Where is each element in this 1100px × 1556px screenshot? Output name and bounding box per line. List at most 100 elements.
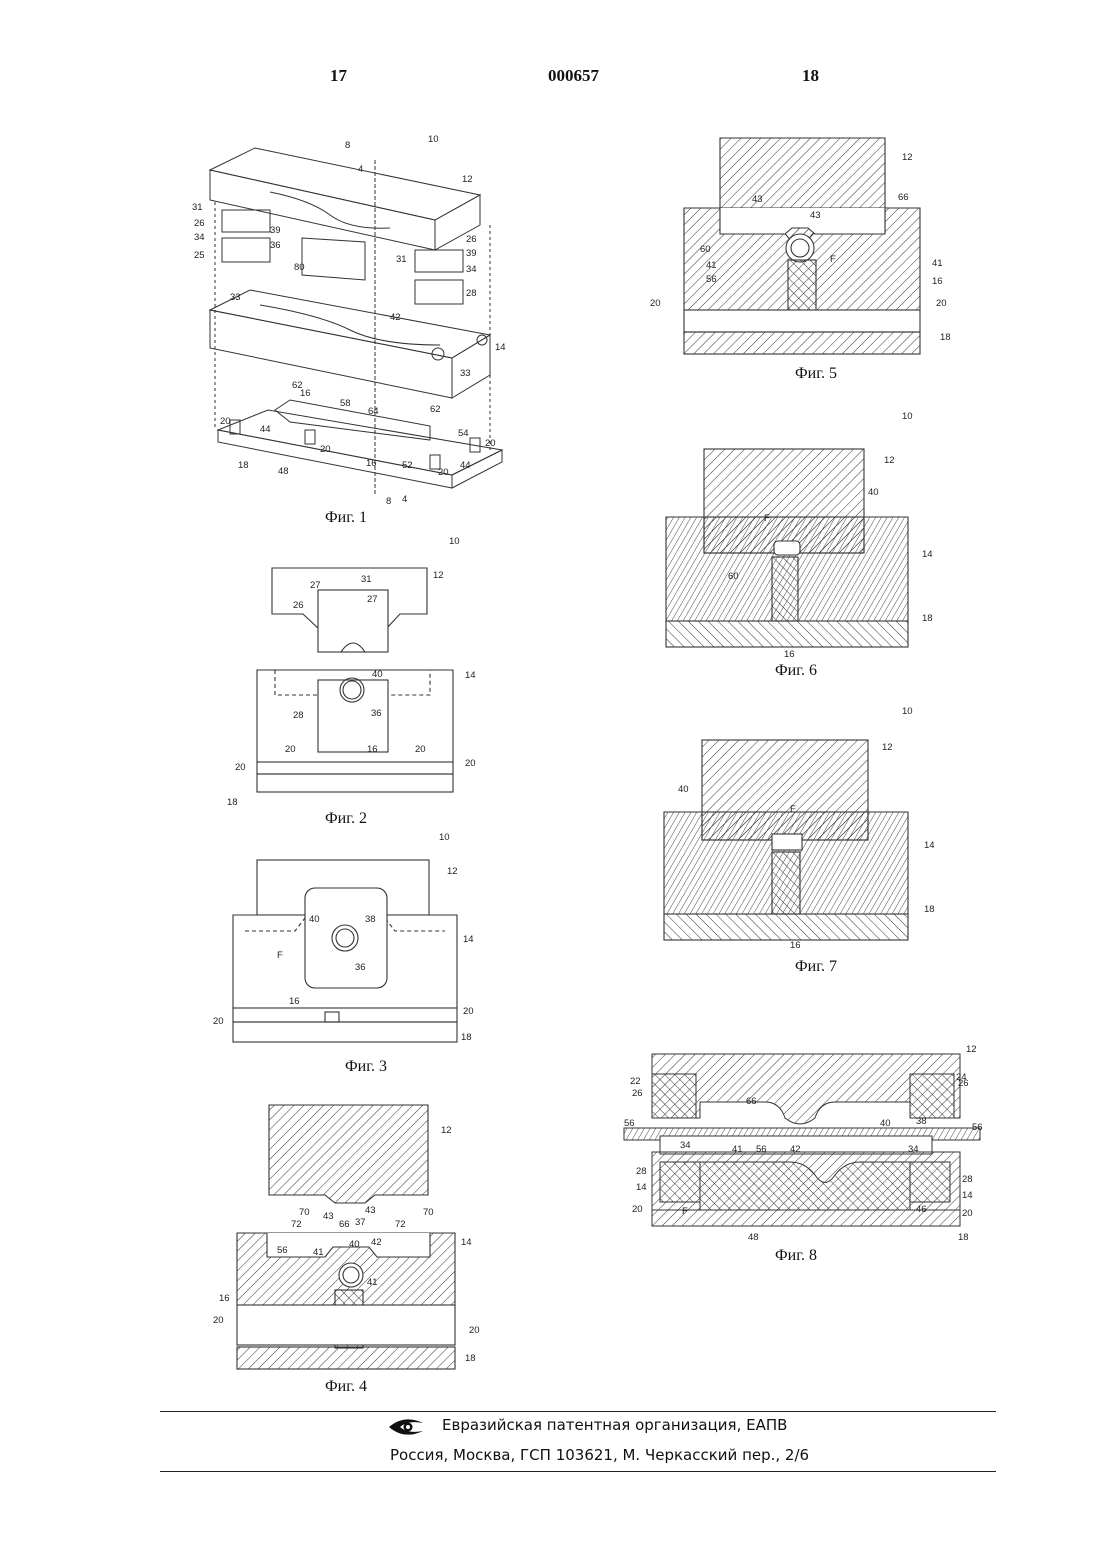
reference-numeral: 12: [441, 1125, 452, 1136]
reference-numeral: 42: [390, 312, 401, 323]
reference-numeral: 41: [932, 258, 943, 269]
reference-numeral: 20: [962, 1208, 973, 1219]
reference-numeral: 66: [898, 192, 909, 203]
reference-numeral: 14: [461, 1237, 472, 1248]
reference-numeral: 34: [466, 264, 477, 275]
reference-numeral: 56: [756, 1144, 767, 1155]
reference-numeral: 40: [880, 1118, 891, 1129]
reference-numeral: 4: [358, 164, 363, 175]
reference-numeral: 18: [238, 460, 249, 471]
figure-2-drawing: 101231 272726 401428 362016 202020 18: [215, 530, 495, 810]
footer-rule-bottom: [160, 1471, 996, 1472]
figure-4-caption: Фиг. 4: [325, 1378, 367, 1396]
reference-numeral: 44: [460, 460, 471, 471]
footer-rule-top: [160, 1411, 996, 1412]
figure-5-caption: Фиг. 5: [795, 365, 837, 383]
reference-numeral: 62: [430, 404, 441, 415]
reference-numeral: 20: [469, 1325, 480, 1336]
figure-6-caption: Фиг. 6: [775, 662, 817, 680]
figure-6-drawing: 101240 F6014 1816: [640, 405, 960, 660]
reference-numeral: 31: [361, 574, 372, 585]
figure-3-caption: Фиг. 3: [345, 1058, 387, 1076]
reference-numeral: 39: [466, 248, 477, 259]
reference-numeral: 16: [367, 744, 378, 755]
reference-numeral: 60: [700, 244, 711, 255]
reference-numeral: 10: [449, 536, 460, 547]
reference-numeral: 44: [260, 424, 271, 435]
reference-numeral: 40: [372, 669, 383, 680]
reference-numeral: 20: [632, 1204, 643, 1215]
reference-numeral: 42: [371, 1237, 382, 1248]
reference-numeral: 36: [355, 962, 366, 973]
reference-numeral: 70: [423, 1207, 434, 1218]
reference-numeral: 58: [340, 398, 351, 409]
reference-numeral: F: [682, 1206, 688, 1217]
reference-numeral: 38: [916, 1116, 927, 1127]
figure-1-reference-numerals: 1084 123126 393436 253126 393428 803342 …: [192, 134, 506, 507]
reference-numeral: 60: [728, 571, 739, 582]
reference-numeral: 36: [371, 708, 382, 719]
figure-7-drawing: 101240 F1418 16: [640, 700, 960, 955]
reference-numeral: 14: [922, 549, 933, 560]
reference-numeral: 56: [624, 1118, 635, 1129]
document-number: 000657: [548, 66, 599, 86]
reference-numeral: 25: [194, 250, 205, 261]
reference-numeral: 12: [902, 152, 913, 163]
figure-2-reference-numerals: 101231 272726 401428 362016 202020 18: [227, 536, 476, 808]
reference-numeral: 14: [636, 1182, 647, 1193]
reference-numeral: 20: [213, 1315, 224, 1326]
page-number-left: 17: [330, 66, 347, 86]
reference-numeral: 12: [884, 455, 895, 466]
reference-numeral: 40: [678, 784, 689, 795]
reference-numeral: 66: [339, 1219, 350, 1230]
reference-numeral: 20: [936, 298, 947, 309]
reference-numeral: 26: [632, 1088, 643, 1099]
reference-numeral: 16: [366, 458, 377, 469]
reference-numeral: 20: [463, 1006, 474, 1017]
reference-numeral: 12: [966, 1044, 977, 1055]
reference-numeral: 22: [630, 1076, 641, 1087]
reference-numeral: 41: [732, 1144, 743, 1155]
reference-numeral: 14: [463, 934, 474, 945]
figure-5-drawing: 124343 666041 F4156 162020 18: [640, 130, 970, 366]
reference-numeral: 70: [299, 1207, 310, 1218]
figure-4-drawing: 127043 663743 707272 564140 421441 16202…: [205, 1095, 495, 1380]
reference-numeral: 10: [439, 832, 450, 843]
reference-numeral: 34: [194, 232, 205, 243]
reference-numeral: 18: [924, 904, 935, 915]
reference-numeral: 10: [902, 411, 913, 422]
reference-numeral: 26: [958, 1078, 969, 1089]
reference-numeral: 20: [465, 758, 476, 769]
figure-8-drawing: 122224 262666 385640 563441 564234 28281…: [620, 1040, 990, 1245]
reference-numeral: 37: [355, 1217, 366, 1228]
reference-numeral: 12: [447, 866, 458, 877]
reference-numeral: 12: [882, 742, 893, 753]
reference-numeral: 18: [922, 613, 933, 624]
reference-numeral: 36: [270, 240, 281, 251]
reference-numeral: 40: [868, 487, 879, 498]
reference-numeral: 72: [395, 1219, 406, 1230]
reference-numeral: 28: [962, 1174, 973, 1185]
reference-numeral: 28: [636, 1166, 647, 1177]
reference-numeral: 33: [230, 292, 241, 303]
reference-numeral: 48: [748, 1232, 759, 1243]
reference-numeral: 14: [924, 840, 935, 851]
reference-numeral: 20: [650, 298, 661, 309]
reference-numeral: 38: [365, 914, 376, 925]
reference-numeral: 31: [396, 254, 407, 265]
reference-numeral: 27: [367, 594, 378, 605]
footer-address: Россия, Москва, ГСП 103621, М. Черкасски…: [390, 1446, 809, 1464]
reference-numeral: 20: [213, 1016, 224, 1027]
figure-1-caption: Фиг. 1: [325, 509, 367, 527]
reference-numeral: 20: [485, 438, 496, 449]
figure-8-caption: Фиг. 8: [775, 1247, 817, 1265]
reference-numeral: 10: [902, 706, 913, 717]
reference-numeral: 12: [462, 174, 473, 185]
reference-numeral: 43: [323, 1211, 334, 1222]
reference-numeral: 43: [365, 1205, 376, 1216]
reference-numeral: 16: [289, 996, 300, 1007]
reference-numeral: 52: [402, 460, 413, 471]
reference-numeral: 16: [300, 388, 311, 399]
reference-numeral: 31: [192, 202, 203, 213]
footer-organization: Евразийская патентная организация, ЕАПВ: [442, 1416, 787, 1434]
